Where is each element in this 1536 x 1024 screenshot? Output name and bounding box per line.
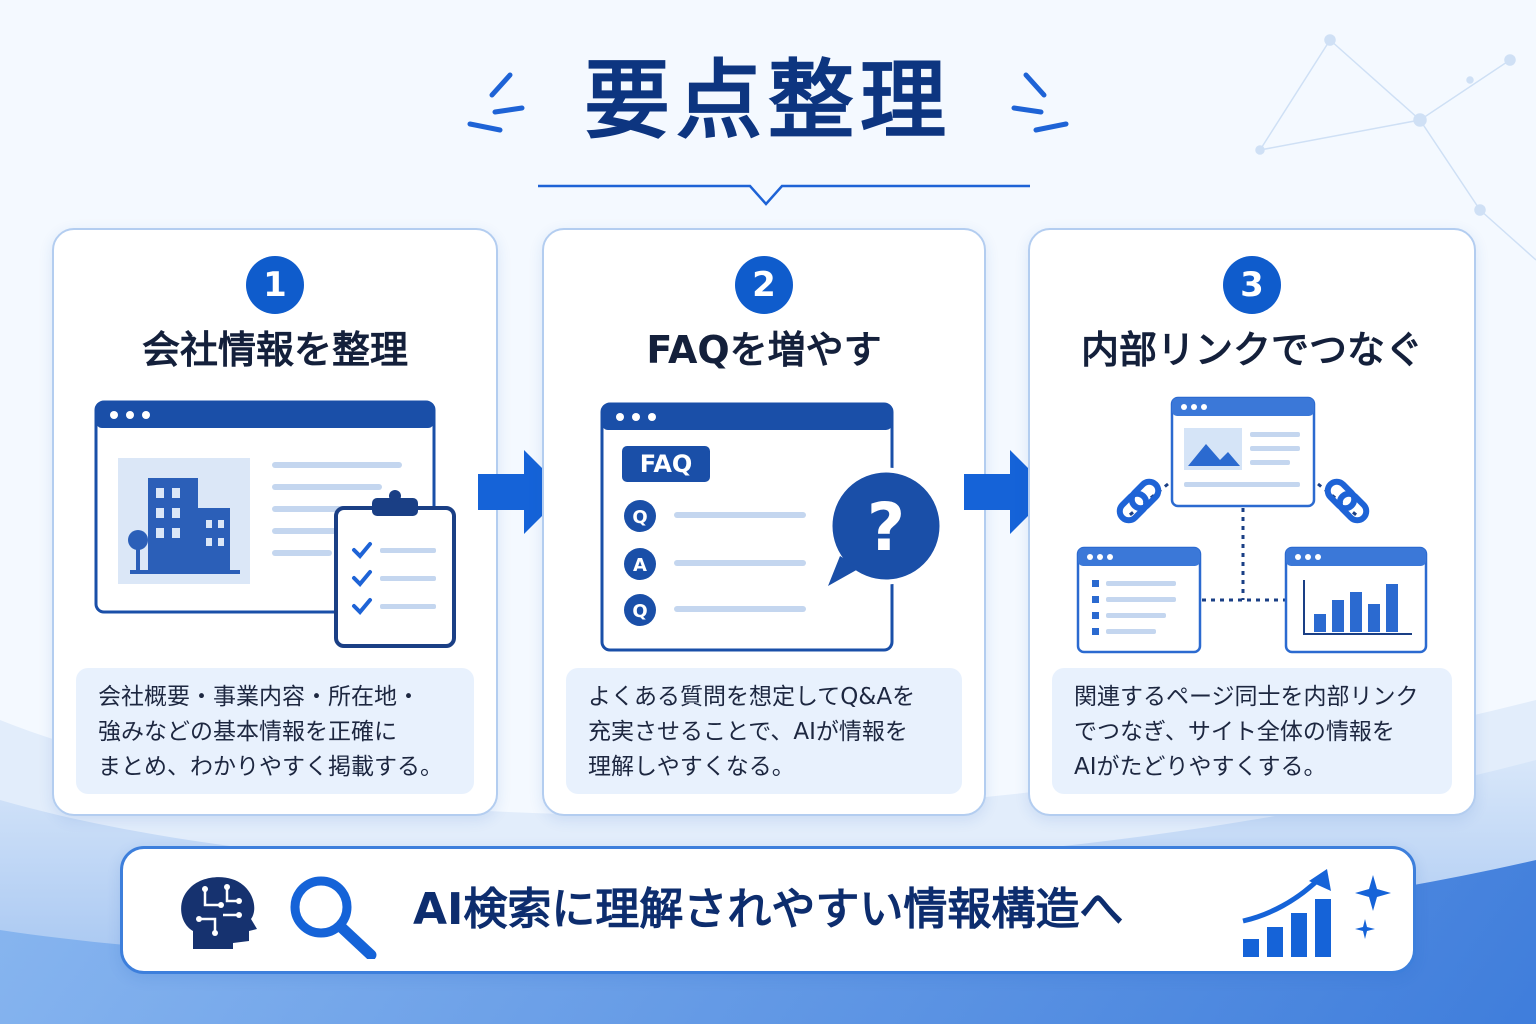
faq-row-label: A [633, 555, 647, 576]
step-description: よくある質問を想定してQ&Aを 充実させることで、AIが情報を 理解しやすくなる… [566, 668, 962, 794]
step-number-badge: 1 [246, 256, 304, 314]
link-icon [1324, 478, 1370, 524]
description-line: 関連するページ同士を内部リンク [1074, 684, 1419, 710]
faq-row-label: Q [632, 601, 647, 622]
step-title: FAQを増やす [646, 328, 882, 372]
link-icon [1116, 478, 1162, 524]
step-title: 内部リンクでつなぐ [1080, 328, 1423, 372]
page-title: 要点整理 [584, 51, 952, 151]
summary-banner: AI検索に理解されやすい情報構造へ [120, 846, 1416, 974]
description-line: 会社概要・事業内容・所在地・ [98, 684, 420, 710]
faq-row-label: Q [632, 507, 647, 528]
growth-chart-icon [1242, 869, 1331, 957]
step-number-badge: 2 [735, 256, 793, 314]
image-icon [1184, 428, 1242, 470]
description-line: よくある質問を想定してQ&Aを [588, 684, 916, 710]
description-line: 理解しやすくなる。 [588, 754, 795, 780]
svg-text:?: ? [867, 489, 905, 566]
description-line: AIがたどりやすくする。 [1074, 754, 1327, 780]
clipboard-checklist-icon [334, 490, 456, 648]
step-description: 会社概要・事業内容・所在地・ 強みなどの基本情報を正確に まとめ、わかりやすく掲… [76, 668, 474, 794]
description-line: でつなぎ、サイト全体の情報を [1074, 719, 1395, 745]
step-title: 会社情報を整理 [141, 328, 408, 372]
summary-text: AI検索に理解されやすい情報構造へ [413, 884, 1124, 935]
question-bubble-icon: ? [827, 467, 945, 586]
title-decoration [467, 72, 1069, 206]
list-icon [1092, 580, 1176, 635]
step-card-2: 2 FAQを増やす FAQ Q A Q ? よくある質問を想定してQ&Aを 充実… [542, 228, 986, 816]
description-line: 充実させることで、AIが情報を [588, 719, 908, 745]
step-description: 関連するページ同士を内部リンク でつなぎ、サイト全体の情報を AIがたどりやすく… [1052, 668, 1452, 794]
sparkle-icon [1355, 875, 1391, 939]
faq-badge: FAQ [640, 450, 693, 478]
bar-chart-icon [1303, 580, 1412, 635]
internal-link-illustration [1076, 396, 1428, 654]
ai-head-icon [181, 877, 257, 949]
company-info-illustration [94, 400, 456, 648]
step-number-badge: 3 [1223, 256, 1281, 314]
search-icon [290, 876, 377, 959]
step-card-1: 1 会社情報を整理 [52, 228, 498, 816]
description-line: 強みなどの基本情報を正確に [98, 719, 397, 745]
step-card-3: 3 内部リンクでつなぐ [1028, 228, 1476, 816]
faq-illustration: FAQ Q A Q ? [600, 402, 945, 652]
description-line: まとめ、わかりやすく掲載する。 [98, 754, 443, 780]
